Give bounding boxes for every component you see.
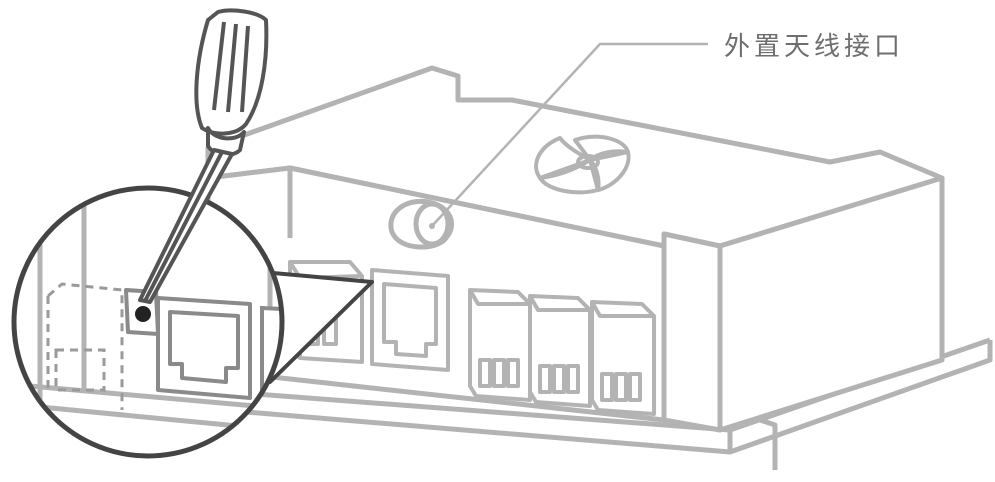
terminal-block-3pin-b — [528, 294, 592, 408]
callout-label-external-antenna-port: 外置天线接口 — [724, 32, 905, 62]
antenna-port — [388, 198, 454, 250]
zoomed-ethernet-port — [156, 296, 252, 400]
ethernet-port-1 — [370, 268, 450, 372]
screwdriver-icon — [138, 8, 269, 304]
magnifier-lens — [11, 185, 285, 459]
screwdriver-tip — [135, 306, 151, 322]
terminal-block-3pin-a — [468, 288, 532, 402]
terminal-block-3pin-c — [590, 300, 656, 416]
rosette-logo-icon — [534, 134, 631, 195]
callout-line — [431, 42, 708, 227]
